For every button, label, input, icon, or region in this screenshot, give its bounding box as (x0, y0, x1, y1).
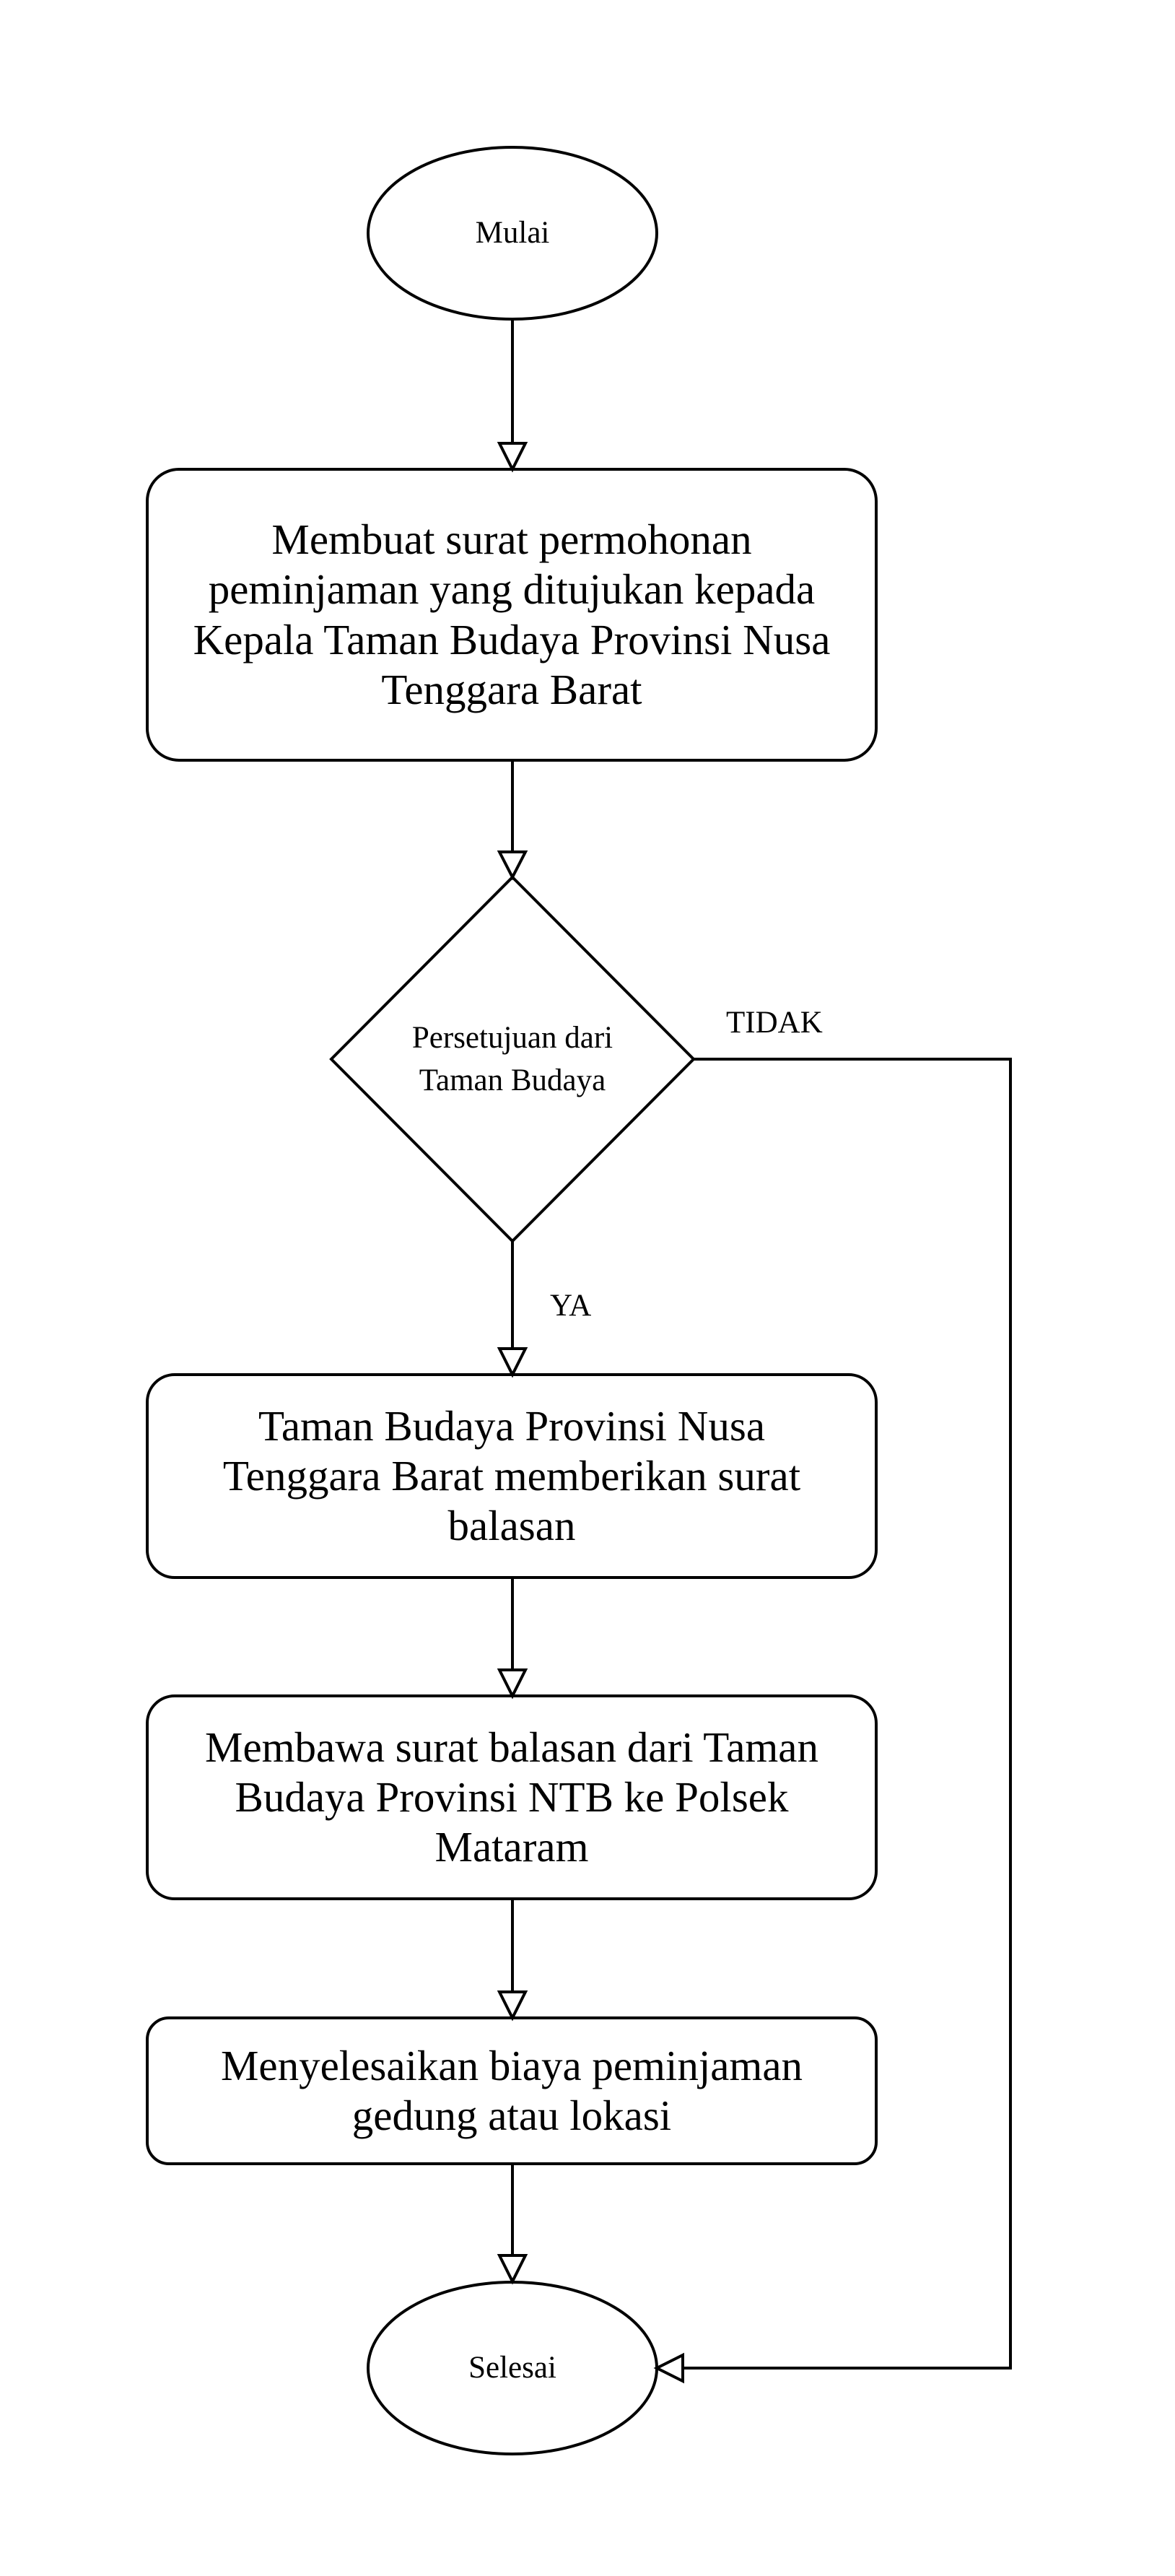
arrowhead-end (497, 2254, 528, 2285)
decision-no-label: TIDAK (726, 1006, 823, 1040)
end-label: Selesai (468, 2350, 556, 2385)
arrowhead-step3 (497, 1668, 528, 1700)
decision-yes-label: YA (550, 1289, 592, 1323)
arrowhead-step1 (497, 442, 528, 473)
arrowhead-step2 (497, 1347, 528, 1378)
arrowhead-end-no (653, 2352, 684, 2384)
step4-label: Menyelesaikan biaya peminjaman gedung at… (220, 2041, 803, 2139)
start-label: Mulai (475, 215, 550, 250)
arrowhead-decision (497, 850, 528, 881)
decision-label: Persetujuan dari Taman Budaya (411, 1020, 613, 1097)
step2-label: Taman Budaya Provinsi Nusa Tenggara Bara… (222, 1401, 801, 1549)
step3-label: Membawa surat balasan dari Taman Budaya … (205, 1723, 818, 1871)
arrowhead-step4 (497, 1990, 528, 2022)
connector-decision-end-no (683, 1058, 1012, 2370)
step1-label: Membuat surat permohonan peminjaman yang… (193, 515, 831, 713)
